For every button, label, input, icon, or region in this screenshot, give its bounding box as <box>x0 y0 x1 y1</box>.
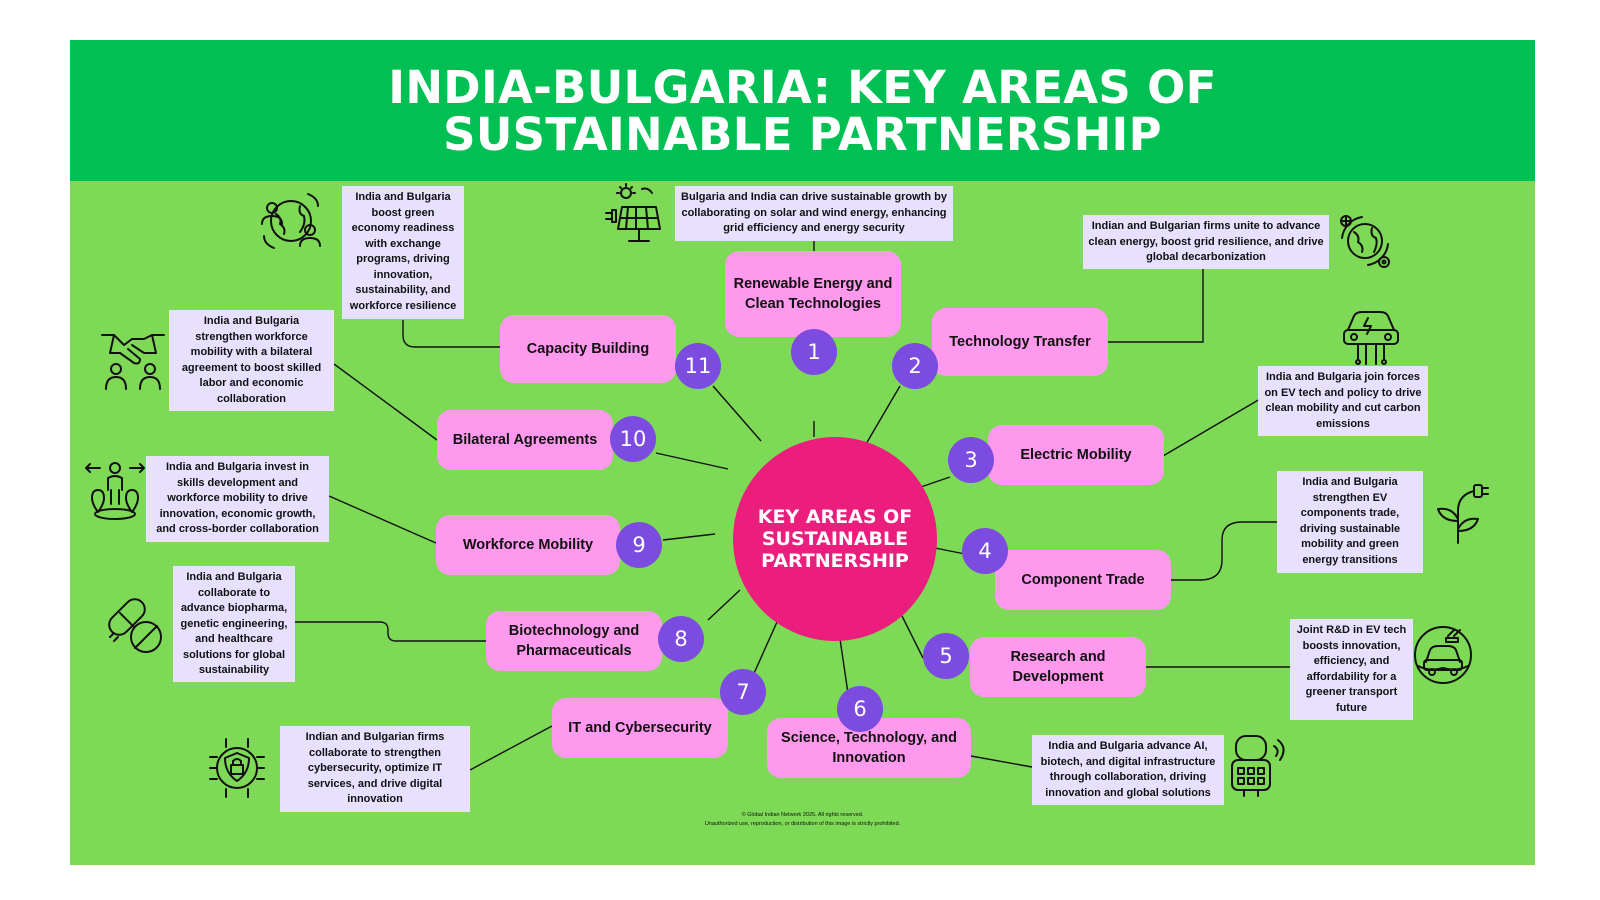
description-9: India and Bulgaria invest in skills deve… <box>146 456 329 542</box>
area-component-trade[interactable]: Component Trade <box>995 550 1171 610</box>
footer: © Global Indian Network 2025. All rights… <box>70 811 1535 829</box>
description-6: India and Bulgaria advance AI, biotech, … <box>1032 735 1224 805</box>
link-8 <box>295 621 486 642</box>
badge-5: 5 <box>923 633 969 679</box>
description-11: India and Bulgaria boost green economy r… <box>342 186 464 319</box>
link-4 <box>1170 521 1277 581</box>
center-hub-label: KEY AREAS OF SUSTAINABLE PARTNERSHIP <box>757 506 913 572</box>
description-4: India and Bulgaria strengthen EV compone… <box>1277 471 1423 573</box>
pills-icon <box>100 593 166 659</box>
description-7: Indian and Bulgarian firms collaborate t… <box>280 726 470 812</box>
header-banner: INDIA-BULGARIA: KEY AREAS OF SUSTAINABLE… <box>70 40 1535 181</box>
usage-notice: Unauthorized use, reproduction, or distr… <box>704 821 901 827</box>
description-8: India and Bulgaria collaborate to advanc… <box>173 566 295 682</box>
solar-panel-icon <box>602 183 668 249</box>
link-7 <box>469 725 553 771</box>
person-directions-icon <box>82 458 148 524</box>
badge-7: 7 <box>720 669 766 715</box>
spoke-7 <box>750 621 778 681</box>
badge-4: 4 <box>962 528 1008 574</box>
spoke-11 <box>712 385 762 442</box>
cyber-shield-icon <box>204 735 270 801</box>
spoke-8 <box>707 589 741 621</box>
robot-icon <box>1224 732 1290 798</box>
center-hub: KEY AREAS OF SUSTAINABLE PARTNERSHIP <box>733 437 937 641</box>
description-2: Indian and Bulgarian firms unite to adva… <box>1083 215 1329 269</box>
link-9 <box>328 495 437 544</box>
link-11 <box>402 320 500 348</box>
electric-car-icon <box>1338 304 1404 370</box>
link-6 <box>970 755 1033 768</box>
area-electric-mobility[interactable]: Electric Mobility <box>988 425 1164 485</box>
connector-lines <box>295 236 1290 771</box>
badge-1: 1 <box>791 329 837 375</box>
copyright-text: © Global Indian Network 2025. All rights… <box>741 812 864 818</box>
global-tech-icon <box>1332 208 1398 274</box>
link-10 <box>333 363 438 441</box>
area-technology-transfer[interactable]: Technology Transfer <box>932 308 1108 376</box>
area-biotechnology-pharmaceuticals[interactable]: Biotechnology and Pharmaceuticals <box>486 611 662 671</box>
badge-10: 10 <box>610 416 656 462</box>
badge-6: 6 <box>837 686 883 732</box>
handshake-icon <box>100 325 166 391</box>
badge-2: 2 <box>892 343 938 389</box>
link-3 <box>1162 398 1261 457</box>
badge-9: 9 <box>616 522 662 568</box>
spoke-2 <box>865 385 901 445</box>
spoke-9 <box>662 533 716 541</box>
badge-8: 8 <box>658 616 704 662</box>
area-it-cybersecurity[interactable]: IT and Cybersecurity <box>552 698 728 758</box>
spoke-5 <box>901 615 924 659</box>
area-bilateral-agreements[interactable]: Bilateral Agreements <box>437 410 613 470</box>
eco-car-icon <box>1410 622 1476 688</box>
description-1: Bulgaria and India can drive sustainable… <box>675 186 953 241</box>
area-workforce-mobility[interactable]: Workforce Mobility <box>436 515 620 575</box>
area-renewable-energy[interactable]: Renewable Energy and Clean Technologies <box>725 251 901 337</box>
plug-plant-icon <box>1428 481 1494 547</box>
badge-11: 11 <box>675 343 721 389</box>
infographic: INDIA-BULGARIA: KEY AREAS OF SUSTAINABLE… <box>70 40 1535 865</box>
description-5: Joint R&D in EV tech boosts innovation, … <box>1290 619 1413 720</box>
global-people-icon <box>258 188 324 254</box>
description-3: India and Bulgaria join forces on EV tec… <box>1258 366 1428 436</box>
area-capacity-building[interactable]: Capacity Building <box>500 315 676 383</box>
link-2 <box>1108 269 1204 343</box>
spoke-10 <box>655 452 729 470</box>
description-10: India and Bulgaria strengthen workforce … <box>169 310 334 411</box>
page-title: INDIA-BULGARIA: KEY AREAS OF SUSTAINABLE… <box>388 60 1217 161</box>
area-research-development[interactable]: Research and Development <box>970 637 1146 697</box>
badge-3: 3 <box>948 437 994 483</box>
